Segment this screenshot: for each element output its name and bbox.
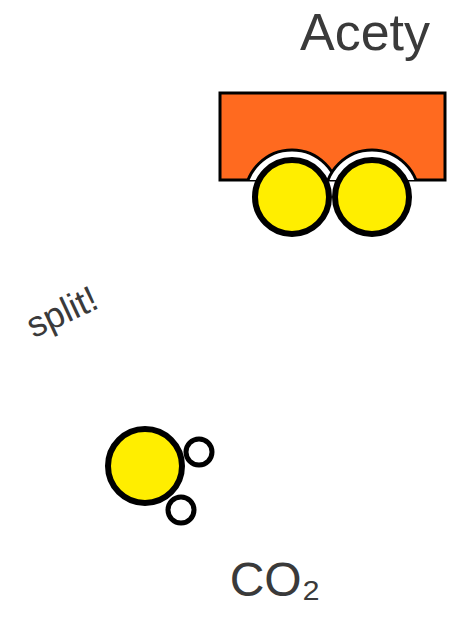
carbon-halos xyxy=(245,150,419,180)
carbon-atom xyxy=(335,160,409,234)
oxygen-atom xyxy=(168,497,194,523)
carbon-atom xyxy=(108,429,182,503)
molecule-name: Acety xyxy=(300,6,430,58)
step-note: split! xyxy=(21,280,103,344)
oxygen-atom xyxy=(186,439,212,465)
carbon-atom xyxy=(255,160,329,234)
molecule-name: CO₂ xyxy=(230,556,321,604)
acetyl-body xyxy=(220,93,445,180)
